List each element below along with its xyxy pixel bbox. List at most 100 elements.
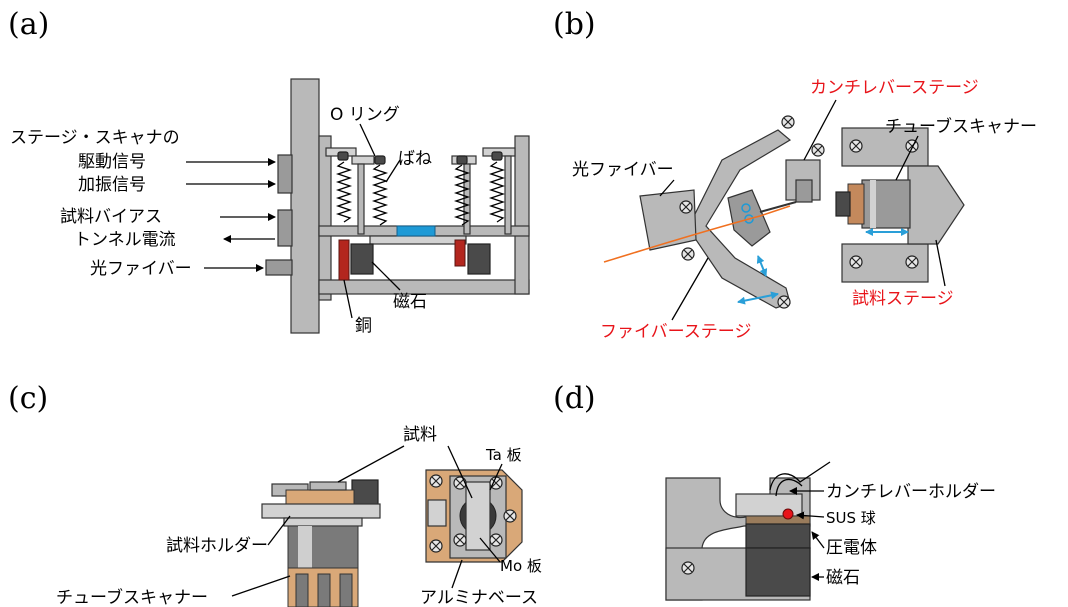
leader-spring [385,159,401,183]
label-drive-signal: 駆動信号 [78,152,146,172]
spring-1 [335,161,353,223]
leader-sample-stage [935,239,946,287]
screw-icon [429,539,443,553]
tube-shine [298,526,312,568]
magnet-right [467,243,491,275]
tube-leg-1 [295,573,309,607]
label-sus-ball: SUS 球 [826,509,876,527]
leader-fiber-stage [671,257,709,321]
fiber-clamp [639,189,697,251]
screw-icon [453,533,467,547]
fiber-stage-arrow-1 [756,255,768,277]
sus-ball [782,508,794,520]
o-ring-3 [337,151,349,161]
screw-icon [679,200,693,214]
sample-block [396,225,436,237]
label-excite-signal: 加振信号 [78,175,146,195]
piezo-plate [745,515,811,525]
label-fiber-stage: ファイバーステージ [600,322,751,342]
o-ring-4 [491,151,503,161]
leader-tube-scanner-c [231,575,291,597]
label-mo-plate: Mo 板 [500,557,542,575]
leader-sample-left [337,445,405,483]
panel-d: (d) カンチレバーホルダー SUS 球 圧電体 磁石 [553,381,996,601]
magnet-left [350,243,374,275]
screw-icon [811,143,825,157]
optical-fiber-line [603,205,791,263]
sample-stage-head [835,191,851,217]
frame-left [318,135,332,301]
label-tube-scanner-b: チューブスキャナー [885,116,1037,137]
frame-right [514,135,530,295]
label-cantilever-stage: カンチレバーステージ [810,78,979,98]
label-alumina-base: アルミナベース [420,588,538,607]
copper-right [454,239,466,267]
leader-cantilever-stage [803,99,837,161]
label-cantilever-holder: カンチレバーホルダー [826,482,996,502]
label-spring: ばね [398,149,432,169]
label-sample-c: 試料 [403,425,437,445]
holder-ring-icon [741,203,751,213]
leader-magnet-a [371,261,401,291]
scanner-base [907,165,965,245]
panel-c: (c) 試料 Ta 板 試料ホルダー Mo [8,381,542,607]
label-sample-holder: 試料ホルダー [166,536,268,556]
fiber-port [265,259,293,276]
screw-icon [489,533,503,547]
label-sample-bias: 試料バイアス [60,207,162,227]
panel-b-tag: (b) [553,7,596,42]
leader-copper [343,279,353,319]
panel-b: (b) カンチレバーステージ [553,7,1037,342]
screw-icon [849,139,863,153]
leader-o-ring [359,123,376,157]
screw-icon [905,139,919,153]
label-magnet-d: 磁石 [826,568,860,588]
magnet-block [745,547,811,597]
connector-lower [277,209,293,247]
screw-icon [681,561,695,575]
arrow-piezo [811,531,825,549]
screw-icon [453,476,467,490]
spring-4 [488,161,506,223]
mount-plate [290,78,320,334]
label-copper: 銅 [355,316,372,336]
tube-leg-2 [317,573,331,607]
holder-tan-plate [285,489,355,505]
label-o-ring: O リング [330,105,400,125]
panel-d-tag: (d) [553,381,596,416]
screw-icon [849,255,863,269]
label-tunnel-current: トンネル電流 [74,230,176,250]
sample-table [369,235,467,245]
fiber-holder [727,189,771,247]
post-1 [357,163,365,235]
label-optical-fiber-a: 光ファイバー [90,259,192,279]
screw-icon [905,255,919,269]
label-stage-scanner: ステージ・スキャナの [10,128,180,148]
holder-neck [283,517,363,527]
spring-3 [453,164,471,226]
label-piezo: 圧電体 [826,538,877,558]
label-ta-plate: Ta 板 [485,446,522,464]
tube-leg-3 [339,573,353,607]
screw-icon [777,295,791,309]
post-top-2 [351,155,375,165]
tube-scanner-body [861,179,911,229]
screw-icon [503,509,517,523]
cantilever-mount [795,179,813,203]
panel-a-tag: (a) [8,7,49,42]
screw-icon [429,474,443,488]
label-tube-scanner-c: チューブスキャナー [56,587,208,607]
tube-highlight [870,180,876,228]
base-tab [427,499,447,527]
holder-side-block [351,479,379,507]
o-ring-1 [374,155,386,165]
leader-mo-plate [479,537,501,563]
panel-a: (a) [8,7,530,336]
leader-tube-scanner-b [895,135,919,181]
piezo-block [745,523,811,549]
connector-upper [277,154,293,194]
screw-icon [681,247,695,261]
post-3 [504,155,512,235]
cantilever-tip [759,201,797,213]
